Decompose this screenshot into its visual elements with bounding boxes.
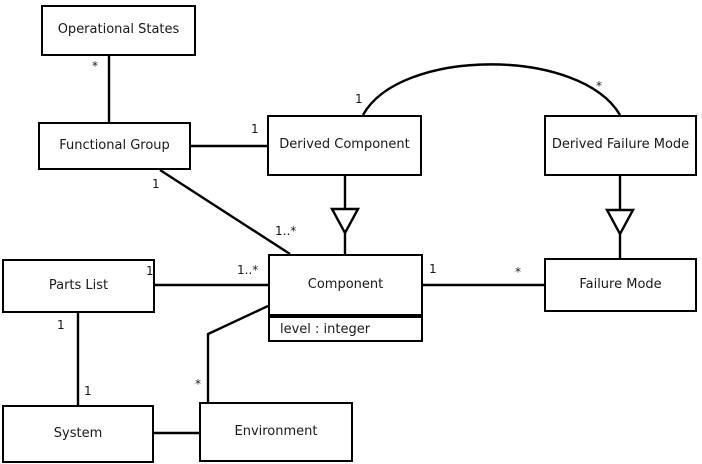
generalization-triangle-failure-mode (604, 208, 636, 237)
connector-component-environment (206, 304, 269, 402)
multiplicity-functionalgroup-derivedcomponent-one: 1 (251, 122, 259, 136)
multiplicity-functionalgroup-component-onetomany: 1..* (275, 224, 297, 238)
multiplicity-derivedfailuremode-arc-star: * (596, 79, 602, 93)
class-name-system: System (53, 425, 103, 441)
class-box-parts-list[interactable]: Parts List (2, 259, 155, 313)
class-box-failure-mode[interactable]: Failure Mode (544, 258, 697, 312)
attribute-level: level : integer (280, 321, 371, 337)
multiplicity-opstates-functionalgroup-star: * (92, 59, 98, 73)
multiplicity-derivedcomponent-arc-one: 1 (355, 92, 363, 106)
generalization-triangle-component (329, 207, 361, 236)
class-name-failure-mode: Failure Mode (579, 276, 662, 292)
class-box-operational-states[interactable]: Operational States (41, 5, 196, 56)
connector-derivedcomponent-derivedfailuremode-arc (361, 63, 622, 116)
class-box-derived-failure-mode[interactable]: Derived Failure Mode (544, 115, 697, 176)
multiplicity-component-environment-star: * (195, 377, 201, 391)
class-name-environment: Environment (234, 423, 318, 439)
multiplicity-functionalgroup-component-one: 1 (152, 177, 160, 191)
class-name-parts-list: Parts List (48, 277, 109, 293)
class-name-operational-states: Operational States (57, 22, 180, 38)
connector-functionalgroup-component (159, 168, 291, 256)
class-box-environment[interactable]: Environment (199, 402, 353, 462)
class-box-functional-group[interactable]: Functional Group (38, 122, 191, 170)
multiplicity-partslist-system-bottom-one: 1 (84, 384, 92, 398)
multiplicity-component-failuremode-one: 1 (429, 262, 437, 276)
multiplicity-partslist-component-one: 1 (146, 264, 154, 278)
class-box-component[interactable]: Component (268, 254, 423, 316)
class-name-component: Component (307, 276, 384, 292)
multiplicity-component-failuremode-star: * (515, 265, 521, 279)
class-attributes-component: level : integer (268, 316, 423, 342)
class-box-system[interactable]: System (2, 405, 154, 463)
class-box-derived-component[interactable]: Derived Component (267, 115, 422, 176)
class-name-derived-component: Derived Component (279, 137, 410, 153)
class-name-derived-failure-mode: Derived Failure Mode (551, 137, 690, 153)
multiplicity-partslist-component-onetomany: 1..* (237, 263, 259, 277)
multiplicity-partslist-system-top-one: 1 (57, 318, 65, 332)
class-name-functional-group: Functional Group (59, 137, 170, 153)
